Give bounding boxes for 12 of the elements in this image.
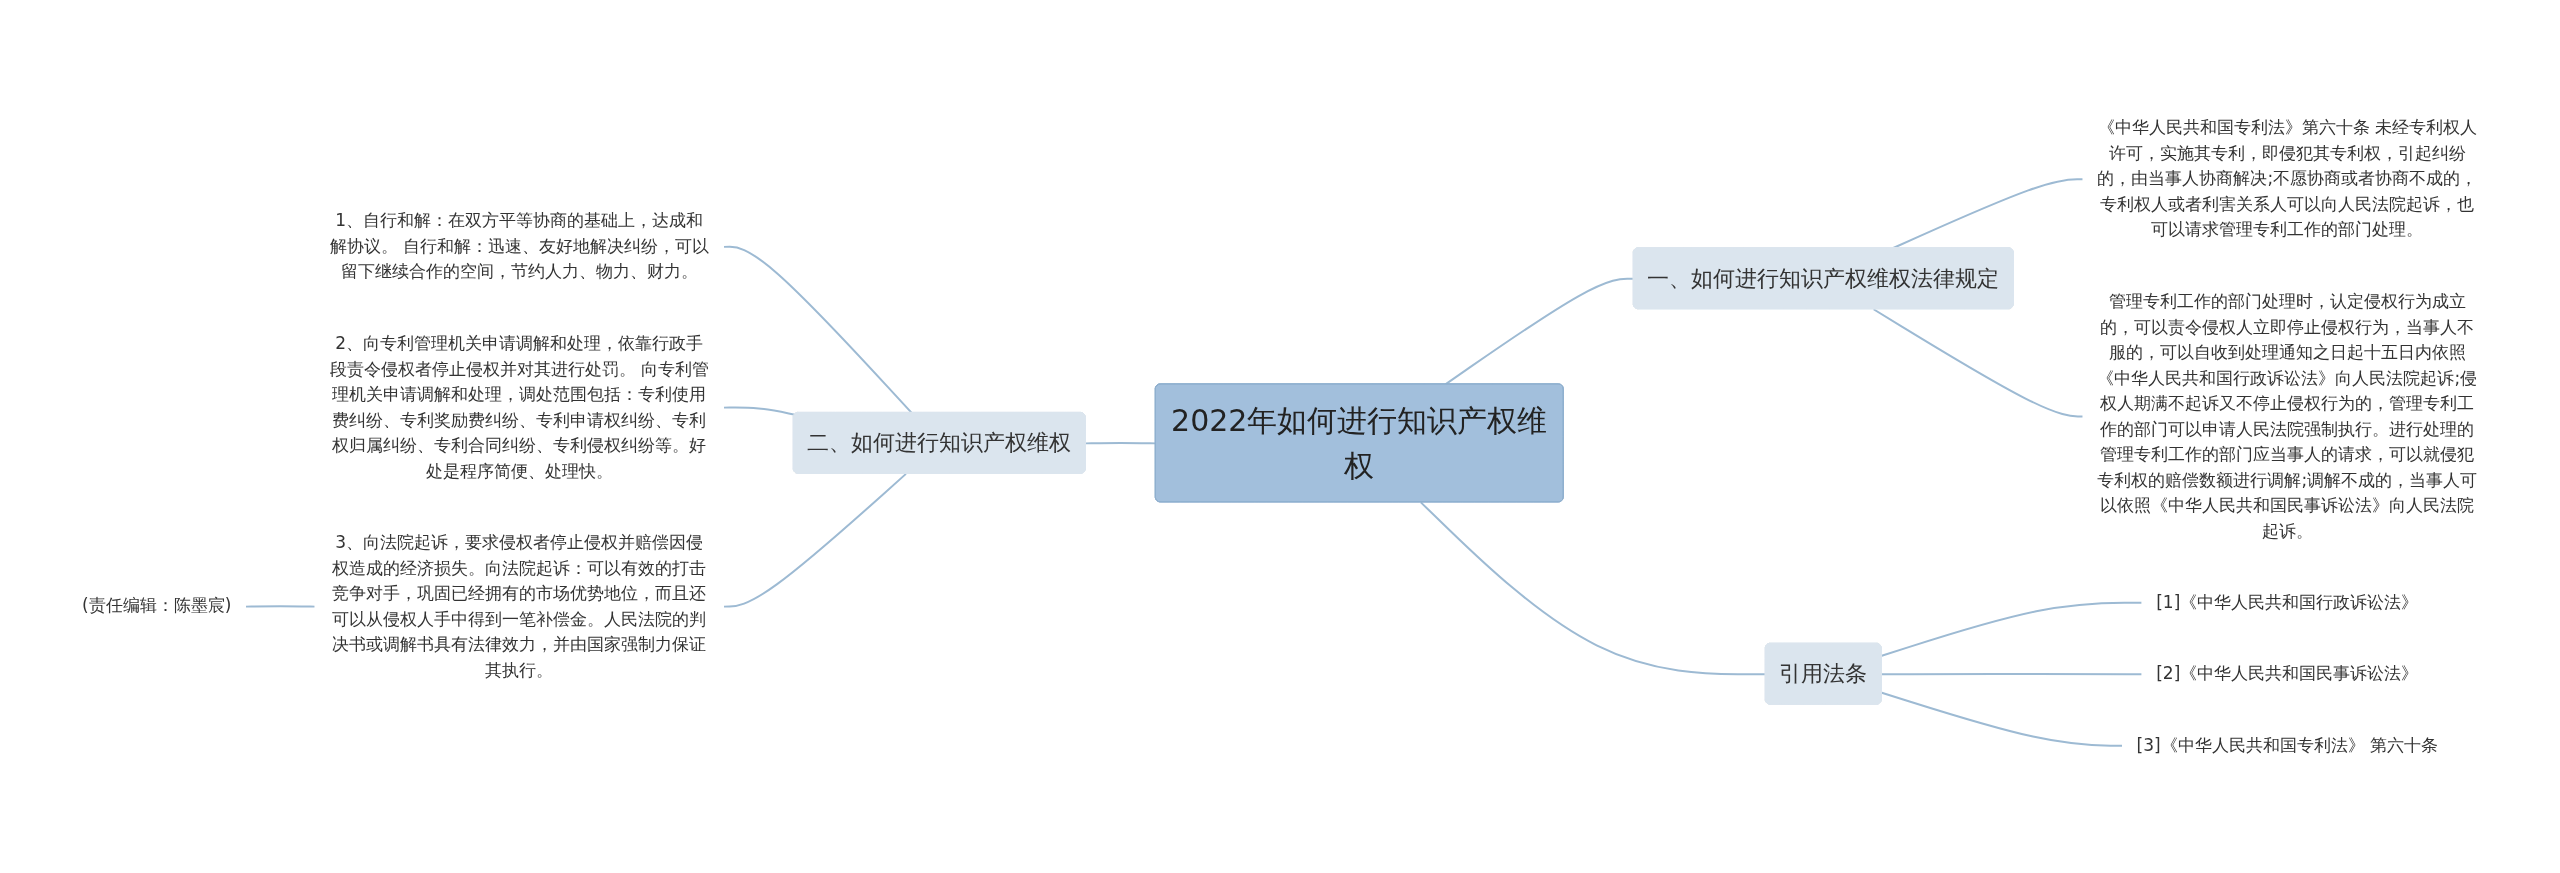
node-text: 《中华人民共和国专利法》第六十条 未经专利权人许可，实施其专利，即侵犯其专利权，引起纠纷的，由当事人协商解决;不愿协商或者协商不成的，专利权人或者利害关系人可以向人民法院起诉，也可以请求管理专利工作的部门处理。: [2097, 117, 2478, 239]
node-text: 2、向专利管理机关申请调解和处理，依靠行政手段责令侵权者停止侵权并对其进行处罚。 向专利管理机关申请调解和处理，调处范围包括：专利使用费纠纷、专利奖励费纠纷、专利申请权纠纷、专利权归属纠纷、专利合同纠纷、专利侵权纠纷等。好处是程序简便、处理快。: [329, 332, 710, 481]
node-text: 1、自行和解：在双方平等协商的基础上，达成和解协议。 自行和解：迅速、友好地解决纠纷，可以留下继续合作的空间，节约人力、物力、财力。: [329, 210, 710, 282]
node-text: [2]《中华人民共和国民事诉讼法》: [2156, 663, 2419, 683]
connector: [723, 245, 914, 414]
connector: [723, 472, 908, 608]
node-text: [3]《中华人民共和国专利法》 第六十条: [2136, 734, 2439, 755]
node-text: (责任编辑：陈墨宸): [82, 595, 232, 616]
connector: [723, 406, 797, 416]
node-text: 管理专利工作的部门处理时，认定侵权行为成立的，可以责令侵权人立即停止侵权行为，当事人不服的，可以自收到处理通知之日起十五日内依照《中华人民共和国行政诉讼法》向人民法院起诉;侵权人期满不起诉又不停止侵权行为的，管理专利工作的部门可以申请人民法院强制执行。进行处理的管理专利工作的部门应当事人的请求，可以就侵犯专利权的赔偿数额进行调解;调解不成的，当事人可以依照《中华人民共和国民事诉讼法》向人民法院起诉。: [2097, 290, 2478, 540]
node-text: 3、向法院起诉，要求侵权者停止侵权并赔偿因侵权造成的经济损失。向法院起诉：可以有效的打击竞争对手，巩固已经拥有的市场优势地位，而且还可以从侵权人手中得到一笔补偿金。人民法院的判决书或调解书具有法律效力，并由国家强制力保证其执行。: [332, 531, 707, 680]
node-text: [1]《中华人民共和国行政诉讼法》: [2156, 591, 2419, 612]
